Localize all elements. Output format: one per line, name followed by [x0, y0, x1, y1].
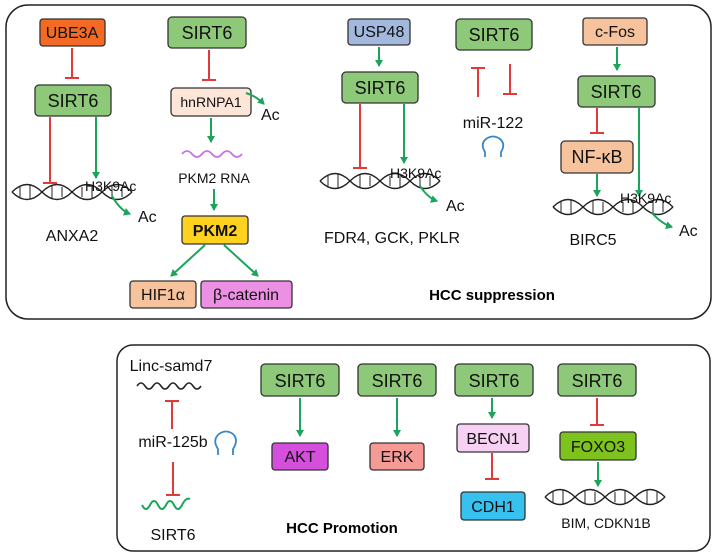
ube3a-anxa2-group: UBE3A SIRT6 H3K9Ac Ac ANXA2 — [11, 18, 157, 245]
linc-samd7-group: Linc-samd7 miR-125b SIRT6 — [130, 358, 237, 544]
usp48-box — [347, 18, 411, 46]
pkm2-label: PKM2 — [193, 223, 238, 240]
ac-label: Ac — [679, 223, 698, 240]
sirt6-label: SIRT6 — [372, 371, 423, 391]
foxo3-box — [559, 431, 637, 461]
bim-cdkn1b-label: BIM, CDKN1B — [561, 515, 650, 531]
sirt6-label: SIRT6 — [591, 82, 642, 102]
erk-box — [369, 442, 425, 471]
pkm2-rna-strand — [181, 150, 243, 158]
erk-group: SIRT6 ERK — [357, 363, 437, 471]
sirt6-label: SIRT6 — [469, 371, 520, 391]
ac-label: Ac — [261, 107, 280, 124]
sirt6-mrna-label: SIRT6 — [150, 527, 195, 544]
hif1a-box — [129, 280, 197, 309]
sirt6-box — [167, 16, 247, 49]
sirt6-label: SIRT6 — [355, 78, 406, 98]
sirt6-label: SIRT6 — [48, 91, 99, 111]
cdh1-box — [460, 491, 526, 521]
lncrna-strand — [136, 382, 202, 390]
dna-helix — [544, 488, 666, 506]
sirt6-label: SIRT6 — [572, 371, 623, 391]
akt-label: AKT — [284, 449, 315, 466]
hnrnpa1-pkm2-group: SIRT6 hnRNPA1 Ac PKM2 RNA PKM2 HIF1α β-c… — [129, 16, 293, 309]
anxa2-label: ANXA2 — [46, 228, 99, 245]
mirna-hairpin-icon — [214, 430, 237, 455]
mirna-hairpin-icon — [481, 135, 505, 157]
mir125b-label: miR-125b — [138, 434, 207, 451]
activation-arrow — [651, 212, 673, 230]
akt-box — [271, 442, 329, 471]
sirt6-box — [455, 18, 533, 51]
pkm2-rna-label: PKM2 RNA — [178, 170, 250, 186]
fdr4-gck-pklr-label: FDR4, GCK, PKLR — [324, 230, 460, 247]
activation-arrow — [170, 244, 206, 277]
beta-catenin-label: β-catenin — [213, 287, 279, 304]
mir122-label: miR-122 — [463, 115, 524, 132]
cfos-label: c-Fos — [595, 24, 635, 41]
sirt6-label: SIRT6 — [469, 25, 520, 45]
sirt6-box — [341, 71, 419, 104]
beta-catenin-box — [200, 280, 293, 309]
cdh1-label: CDH1 — [471, 499, 515, 516]
birc5-label: BIRC5 — [569, 232, 616, 249]
foxo3-label: FOXO3 — [571, 439, 625, 456]
linc-samd7-label: Linc-samd7 — [130, 358, 213, 375]
sirt6-label: SIRT6 — [275, 371, 326, 391]
akt-group: SIRT6 AKT — [260, 363, 340, 471]
h3k9ac-label: H3K9Ac — [620, 190, 671, 206]
sirt6-box — [557, 363, 637, 397]
becn1-label: BECN1 — [466, 431, 519, 448]
ube3a-label: UBE3A — [46, 25, 99, 42]
mir122-group: SIRT6 miR-122 — [455, 18, 533, 157]
cfos-birc5-group: c-Fos SIRT6 NF-κB H3K9Ac Ac BIRC5 — [552, 17, 698, 249]
ac-label: Ac — [446, 198, 465, 215]
dna-helix — [319, 172, 441, 190]
hcc-suppression-caption: HCC suppression — [429, 287, 555, 304]
nfkb-box — [560, 140, 634, 174]
activation-arrow — [419, 185, 438, 203]
erk-label: ERK — [381, 449, 414, 466]
activation-arrow — [223, 244, 259, 277]
becn1-box — [456, 423, 530, 453]
sirt6-box — [454, 363, 534, 397]
sirt6-label: SIRT6 — [182, 23, 233, 43]
becn1-group: SIRT6 BECN1 CDH1 — [454, 363, 534, 521]
sirt6-box — [577, 75, 656, 108]
activation-arrow — [111, 195, 131, 216]
h3k9ac-label: H3K9Ac — [85, 178, 136, 194]
h3k9ac-label: H3K9Ac — [390, 165, 441, 181]
cfos-box — [582, 17, 648, 46]
ube3a-box — [39, 18, 106, 47]
hnrnpa1-box — [170, 87, 252, 117]
sirt6-box — [260, 363, 340, 397]
hnrnpa1-label: hnRNPA1 — [180, 94, 241, 110]
sirt6-box — [34, 84, 112, 117]
sirt6-mrna-strand — [141, 497, 191, 510]
dna-helix — [552, 198, 674, 216]
usp48-label: USP48 — [354, 24, 405, 41]
hcc-promotion-caption: HCC Promotion — [286, 520, 398, 537]
dna-helix — [11, 183, 133, 201]
pkm2-box — [181, 215, 249, 245]
sirt6-box — [357, 363, 437, 397]
hif1a-label: HIF1α — [141, 287, 185, 304]
nfkb-label: NF-κB — [572, 147, 623, 167]
foxo3-group: SIRT6 FOXO3 BIM, CDKN1B — [544, 363, 666, 531]
activation-arrow — [245, 92, 265, 105]
ac-label: Ac — [138, 209, 157, 226]
usp48-group: USP48 SIRT6 H3K9Ac Ac FDR4, GCK, PKLR — [319, 18, 465, 247]
